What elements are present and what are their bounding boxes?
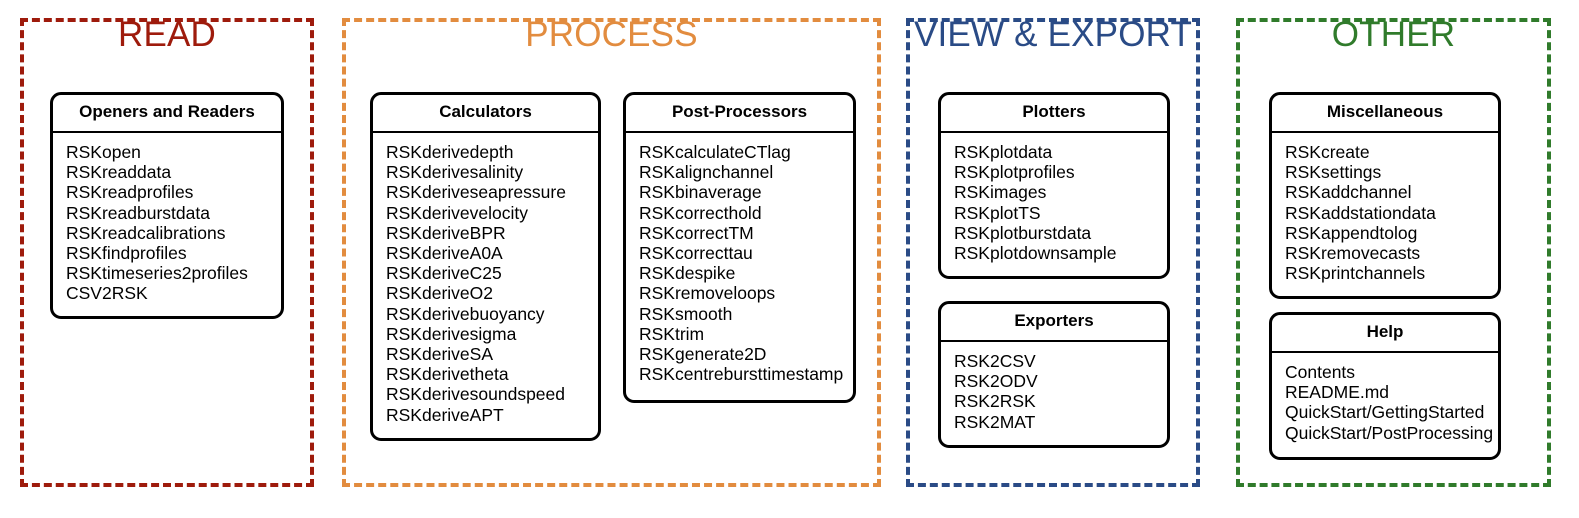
card-header-openers-and-readers: Openers and Readers	[53, 95, 281, 133]
list-item[interactable]: RSKderivesigma	[386, 323, 517, 344]
list-item[interactable]: RSKsettings	[1285, 162, 1382, 183]
list-item[interactable]: RSKsmooth	[639, 303, 733, 324]
list-item[interactable]: CSV2RSK	[66, 283, 148, 304]
card-exporters: Exporters RSK2CSV RSK2ODV RSK2RSK RSK2MA…	[938, 301, 1170, 448]
list-item[interactable]: RSKremovecasts	[1285, 243, 1421, 264]
card-post-processors: Post-Processors RSKcalculateCTlag RSKali…	[623, 92, 856, 403]
list-item[interactable]: RSKderiveBPR	[386, 222, 506, 243]
card-header-calculators: Calculators	[373, 95, 598, 133]
card-body-help: Contents README.md QuickStart/GettingSta…	[1272, 353, 1498, 449]
list-item[interactable]: RSK2CSV	[954, 351, 1036, 371]
list-item[interactable]: RSKderivebuoyancy	[386, 303, 545, 324]
list-item[interactable]: RSKcorrectTM	[639, 222, 754, 243]
list-item[interactable]: RSKimages	[954, 182, 1047, 203]
list-item[interactable]: RSKprintchannels	[1285, 263, 1426, 284]
list-item[interactable]: RSKderiveseapressure	[386, 182, 566, 203]
list-item[interactable]: RSKdespike	[639, 263, 736, 284]
list-item[interactable]: RSKcreate	[1285, 142, 1370, 162]
card-header-miscellaneous: Miscellaneous	[1272, 95, 1498, 133]
list-item[interactable]: RSKderivevelocity	[386, 202, 528, 223]
list-item[interactable]: RSKderiveA0A	[386, 243, 503, 264]
panel-title-read: READ	[117, 15, 217, 54]
list-item[interactable]: RSKderivedepth	[386, 142, 514, 162]
list-item[interactable]: RSKderivesoundspeed	[386, 384, 566, 405]
list-item[interactable]: RSKreadburstdata	[66, 202, 210, 223]
list-item[interactable]: RSKcentrebursttimestamp	[639, 364, 844, 385]
list-item[interactable]: RSKplotdata	[954, 142, 1053, 162]
list-item[interactable]: RSKgenerate2D	[639, 344, 767, 365]
list-item[interactable]: RSK2ODV	[954, 371, 1038, 392]
list-item[interactable]: RSKbinaverage	[639, 182, 762, 203]
card-header-plotters: Plotters	[941, 95, 1167, 133]
panel-read	[20, 18, 314, 487]
list-item[interactable]: RSKcorrecthold	[639, 202, 762, 223]
list-item[interactable]: RSKderivesalinity	[386, 162, 524, 183]
list-item[interactable]: RSKderivetheta	[386, 364, 509, 385]
list-item[interactable]: RSKplotburstdata	[954, 222, 1092, 243]
card-body-miscellaneous: RSKcreate RSKsettings RSKaddchannel RSKa…	[1272, 133, 1498, 289]
list-item[interactable]: RSKaddchannel	[1285, 182, 1412, 203]
panel-title-process: PROCESS	[525, 15, 698, 54]
list-item[interactable]: RSKopen	[66, 142, 141, 162]
panel-title-other: OTHER	[1331, 15, 1456, 54]
card-miscellaneous: Miscellaneous RSKcreate RSKsettings RSKa…	[1269, 92, 1501, 299]
card-header-exporters: Exporters	[941, 304, 1167, 342]
card-header-post-processors: Post-Processors	[626, 95, 853, 133]
list-item[interactable]: RSK2MAT	[954, 411, 1036, 432]
list-item[interactable]: RSKcalculateCTlag	[639, 142, 791, 162]
list-item[interactable]: RSKreaddata	[66, 162, 172, 183]
list-item[interactable]: RSKcorrecttau	[639, 243, 753, 264]
panel-title-view-and-export: VIEW & EXPORT	[913, 15, 1193, 54]
card-openers-and-readers: Openers and Readers RSKopen RSKreaddata …	[50, 92, 284, 319]
panel-process	[342, 18, 881, 487]
list-item[interactable]: README.md	[1285, 382, 1390, 403]
panel-view-and-export	[906, 18, 1200, 487]
card-body-exporters: RSK2CSV RSK2ODV RSK2RSK RSK2MAT	[941, 342, 1167, 438]
list-item[interactable]: RSKaddstationdata	[1285, 202, 1436, 223]
card-body-post-processors: RSKcalculateCTlag RSKalignchannel RSKbin…	[626, 133, 853, 390]
panel-other	[1236, 18, 1551, 487]
list-item[interactable]: RSKremoveloops	[639, 283, 776, 304]
card-help: Help Contents README.md QuickStart/Getti…	[1269, 312, 1501, 460]
list-item[interactable]: RSKderiveO2	[386, 283, 493, 304]
list-item[interactable]: RSKplotTS	[954, 202, 1041, 223]
card-plotters: Plotters RSKplotdata RSKplotprofiles RSK…	[938, 92, 1170, 279]
list-item[interactable]: RSKderiveC25	[386, 263, 502, 284]
list-item[interactable]: RSKderiveAPT	[386, 404, 504, 425]
list-item[interactable]: RSKfindprofiles	[66, 243, 187, 264]
list-item[interactable]: Contents	[1285, 362, 1356, 382]
card-body-plotters: RSKplotdata RSKplotprofiles RSKimages RS…	[941, 133, 1167, 269]
card-body-openers-and-readers: RSKopen RSKreaddata RSKreadprofiles RSKr…	[53, 133, 281, 310]
list-item[interactable]: RSKderiveSA	[386, 344, 493, 365]
list-item[interactable]: QuickStart/PostProcessing	[1285, 422, 1494, 443]
list-item[interactable]: RSKreadcalibrations	[66, 222, 226, 243]
card-header-help: Help	[1272, 315, 1498, 353]
list-item[interactable]: RSKappendtolog	[1285, 222, 1418, 243]
list-item[interactable]: RSKplotdownsample	[954, 243, 1117, 264]
list-item[interactable]: RSKplotprofiles	[954, 162, 1075, 183]
card-calculators: Calculators RSKderivedepth RSKderivesali…	[370, 92, 601, 441]
list-item[interactable]: RSKalignchannel	[639, 162, 774, 183]
list-item[interactable]: RSKtimeseries2profiles	[66, 263, 248, 284]
card-body-calculators: RSKderivedepth RSKderivesalinity RSKderi…	[373, 133, 598, 431]
list-item[interactable]: RSKtrim	[639, 323, 705, 344]
list-item[interactable]: RSK2RSK	[954, 391, 1036, 412]
list-item[interactable]: RSKreadprofiles	[66, 182, 194, 203]
list-item[interactable]: QuickStart/GettingStarted	[1285, 402, 1485, 423]
